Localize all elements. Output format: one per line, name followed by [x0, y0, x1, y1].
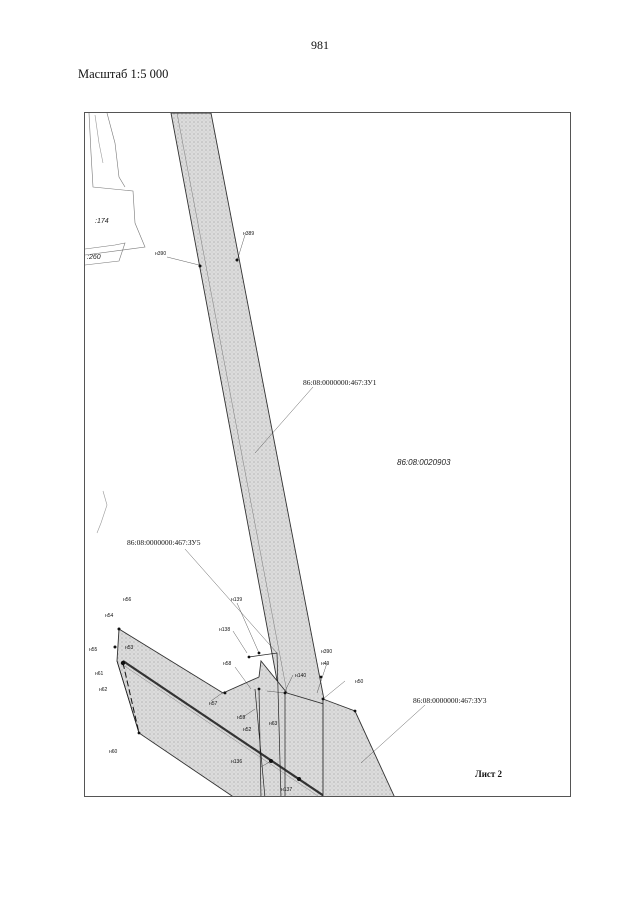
- parcel-zu1-area: [170, 113, 344, 796]
- map-scale: Масштаб 1:5 000: [78, 67, 169, 81]
- zu1-inner-line: [176, 113, 307, 796]
- point-label-n54: н54: [105, 613, 114, 619]
- point-label-n390: н390: [321, 649, 332, 655]
- dashed-boundary: [122, 662, 140, 734]
- page-number: 981: [311, 38, 329, 52]
- point-label-n139: н139: [231, 597, 242, 603]
- neighbor-parcel-label-260: :260: [87, 254, 101, 261]
- point-label-n140: н140: [295, 673, 306, 679]
- point-label-n53: н53: [125, 645, 134, 651]
- point-label-n138: н138: [219, 627, 230, 633]
- point-label-n57: н57: [209, 701, 218, 707]
- leader-lines: [166, 234, 426, 768]
- point-label-n137: н137: [281, 787, 292, 793]
- cadastral-map: н389 н390 н139 н138 н56 н54 н55 н53 н61 …: [84, 112, 571, 797]
- point-label-n59: н59: [237, 715, 246, 721]
- sheet-label: Лист 2: [475, 769, 503, 779]
- point-label-n56: н56: [123, 597, 132, 603]
- boundary-points: [113, 258, 357, 781]
- point-label-n63: н63: [269, 721, 278, 727]
- point-label-n390-top: н390: [155, 251, 166, 257]
- point-label-n136: н136: [231, 759, 242, 765]
- parcel-label-zu3: 86:08:0000000:467:ЗУ3: [413, 696, 487, 705]
- zu5-main-line: [122, 660, 326, 796]
- neighbor-parcel-label-174: :174: [95, 218, 109, 225]
- parcel-zu3-area: [322, 698, 395, 796]
- point-label-n58: н58: [223, 661, 232, 667]
- point-label-n49: н49: [321, 661, 330, 667]
- point-label-n60: н60: [109, 749, 118, 755]
- parcel-label-zu1: 86:08:0000000:467:ЗУ1: [303, 378, 377, 387]
- neighbor-parcels: [85, 113, 146, 534]
- parcel-label-zu5: 86:08:0000000:467:ЗУ5: [127, 538, 201, 547]
- point-label-n62: н62: [99, 687, 108, 693]
- point-label-n50: н50: [355, 679, 364, 685]
- cadastral-quarter-label: 86:08:0020903: [397, 458, 451, 467]
- map-canvas: н389 н390 н139 н138 н56 н54 н55 н53 н61 …: [85, 113, 503, 796]
- point-label-n61: н61: [95, 671, 104, 677]
- point-label-n52: н52: [243, 727, 252, 733]
- point-label-n389: н389: [243, 231, 254, 237]
- point-label-n55: н55: [89, 647, 98, 653]
